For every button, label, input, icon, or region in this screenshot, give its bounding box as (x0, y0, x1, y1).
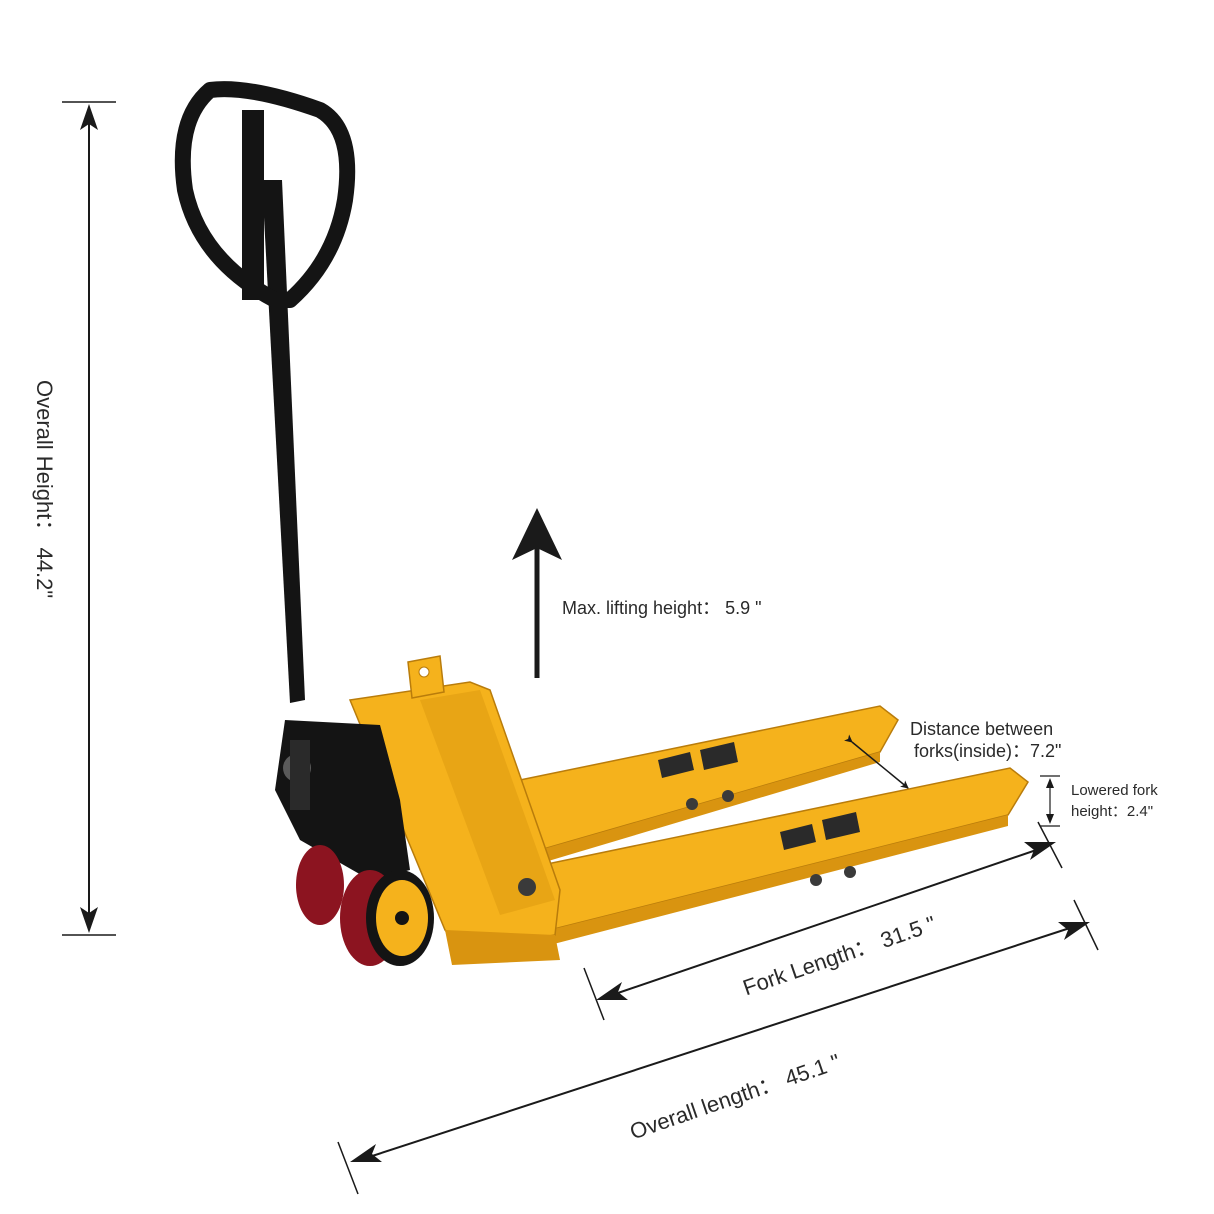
lowered-height-dimension (1040, 775, 1060, 827)
pallet-jack (174, 81, 1029, 966)
overall-height-value: 44.2" (32, 547, 57, 599)
lowered-fork-height-label: Lowered fork height：2.4" (1071, 780, 1158, 822)
fork-gap-line-2: forks(inside)：7.2" (914, 741, 1062, 761)
fork-gap-dimension (844, 734, 909, 789)
lift-arrow-icon (512, 508, 562, 678)
overall-height-label: Overall Height： 44.2" (30, 380, 62, 598)
overall-height-dimension (62, 101, 116, 936)
max-lifting-height-value: 5.9 " (725, 598, 762, 618)
overall-length-dimension (337, 899, 1099, 1195)
lowered-fork-height-line-1: Lowered fork (1071, 782, 1158, 799)
max-lifting-height-caption: Max. lifting height： (562, 598, 721, 618)
max-lifting-height-label: Max. lifting height： 5.9 " (562, 594, 762, 620)
fork-length-dimension (583, 821, 1063, 1021)
overall-height-caption: Overall Height： (32, 380, 57, 542)
fork-gap-label: Distance between forks(inside)：7.2" (910, 718, 1061, 762)
fork-gap-line-1: Distance between (910, 719, 1054, 739)
lowered-fork-height-line-2: height：2.4" (1071, 803, 1154, 820)
